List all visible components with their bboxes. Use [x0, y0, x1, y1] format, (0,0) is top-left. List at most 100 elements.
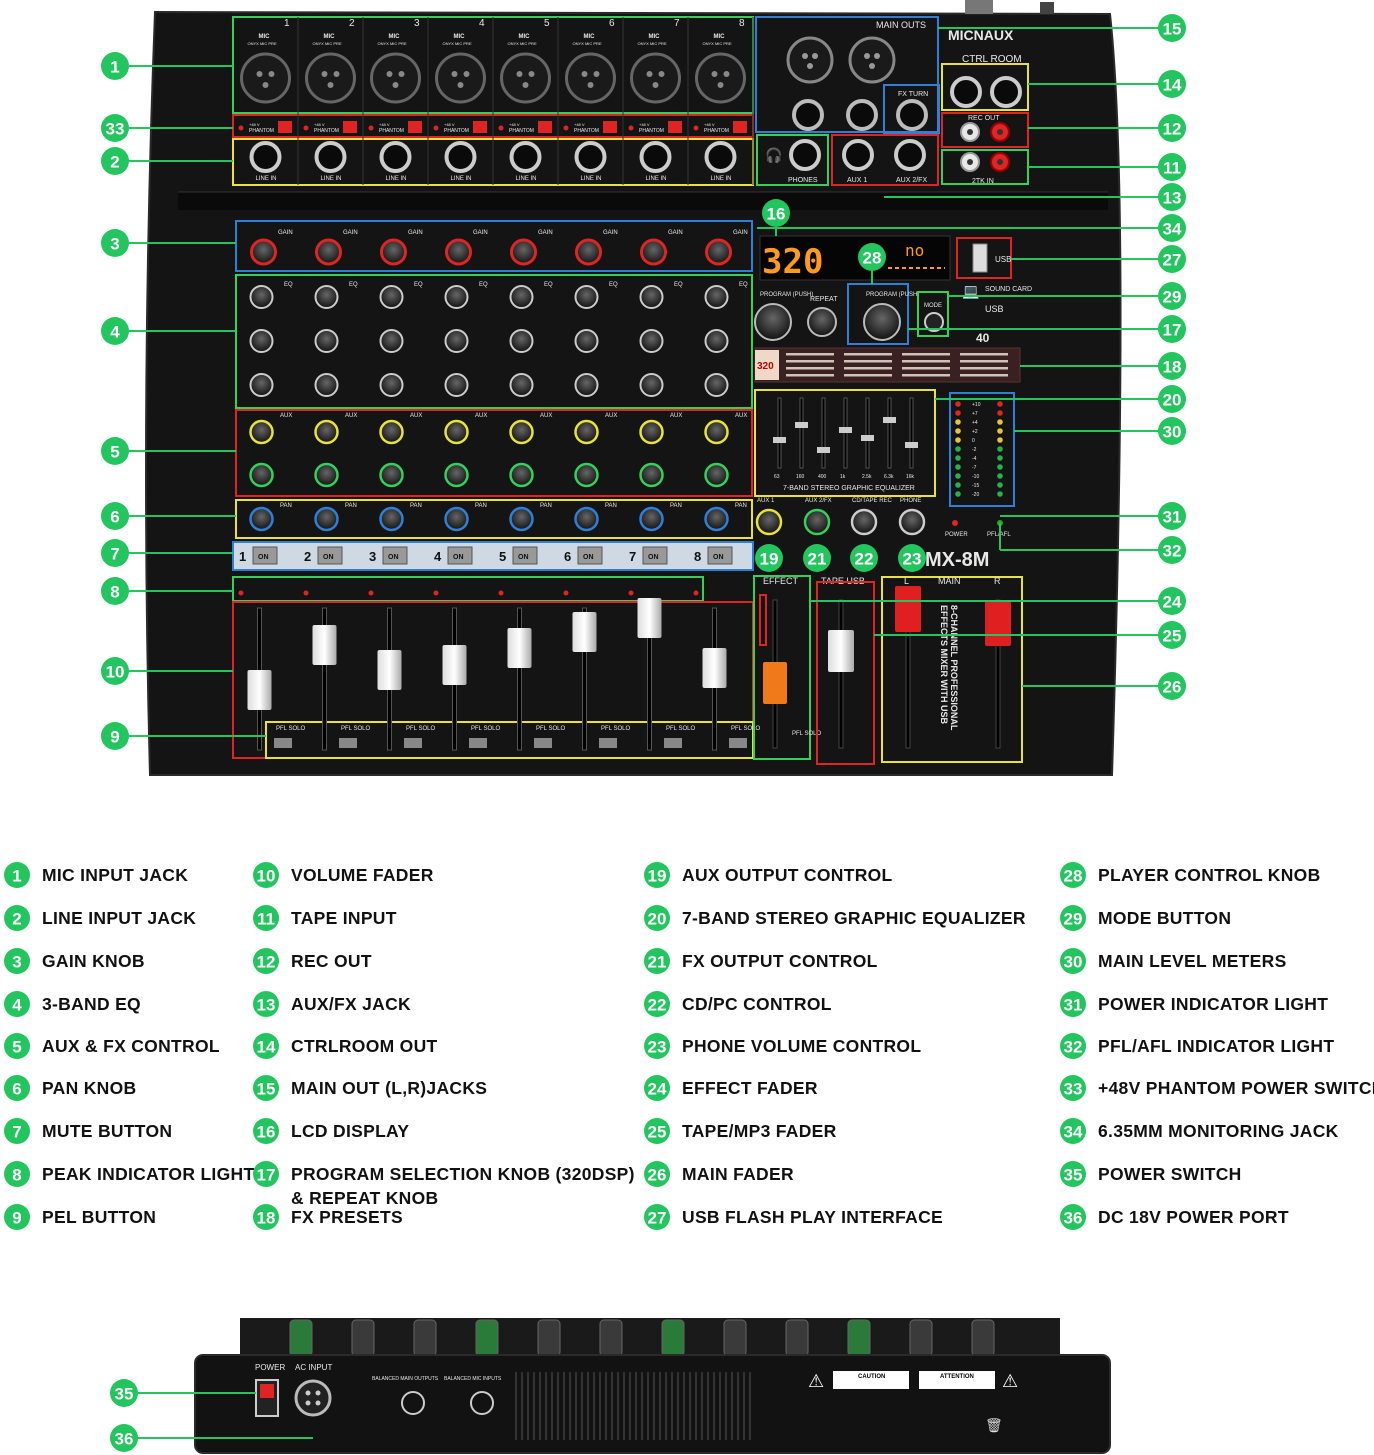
volume-fader-cap[interactable]: [377, 650, 402, 690]
eq-low-knob[interactable]: [509, 373, 534, 397]
volume-fader-cap[interactable]: [702, 648, 727, 688]
pan-knob[interactable]: [379, 506, 404, 532]
fx-turn-jack[interactable]: [896, 99, 928, 131]
pan-knob[interactable]: [704, 506, 729, 532]
ctrl-room-jack-r[interactable]: [990, 76, 1022, 108]
phantom-switch[interactable]: [668, 121, 682, 133]
volume-fader-cap[interactable]: [312, 625, 337, 665]
eq-high-knob[interactable]: [704, 285, 729, 309]
aux1-knob[interactable]: [314, 419, 339, 445]
pfl-button[interactable]: [404, 738, 422, 748]
phantom-switch[interactable]: [278, 121, 292, 133]
eq-low-knob[interactable]: [314, 373, 339, 397]
eq-high-knob[interactable]: [639, 285, 664, 309]
main-fader-r-cap[interactable]: [985, 600, 1011, 646]
eq-low-knob[interactable]: [249, 373, 274, 397]
mic-input-jack[interactable]: [630, 52, 681, 104]
mute-button[interactable]: [382, 546, 408, 565]
aux1-knob[interactable]: [509, 419, 534, 445]
geq-slider-cap[interactable]: [817, 447, 830, 453]
mic-input-jack[interactable]: [370, 52, 421, 104]
eq-mid-knob[interactable]: [444, 329, 469, 353]
pfl-button[interactable]: [469, 738, 487, 748]
geq-slider-cap[interactable]: [883, 417, 896, 423]
line-input-jack[interactable]: [704, 141, 737, 173]
main-out-xlr-l[interactable]: [786, 36, 834, 84]
aux1-knob[interactable]: [249, 419, 274, 445]
phantom-switch[interactable]: [733, 121, 747, 133]
pfl-button[interactable]: [534, 738, 552, 748]
line-input-jack[interactable]: [574, 141, 607, 173]
phantom-switch[interactable]: [473, 121, 487, 133]
volume-fader-cap[interactable]: [572, 612, 597, 652]
pfl-button[interactable]: [274, 738, 292, 748]
eq-mid-knob[interactable]: [249, 329, 274, 353]
pfl-button[interactable]: [664, 738, 682, 748]
geq-slider-cap[interactable]: [861, 435, 874, 441]
aux2-fx-knob[interactable]: [314, 462, 339, 488]
gain-knob[interactable]: [705, 238, 732, 266]
eq-high-knob[interactable]: [574, 285, 599, 309]
eq-low-knob[interactable]: [639, 373, 664, 397]
phantom-switch[interactable]: [408, 121, 422, 133]
gain-knob[interactable]: [380, 238, 407, 266]
dc-power-port[interactable]: [294, 1379, 332, 1417]
volume-fader-cap[interactable]: [442, 645, 467, 685]
pfl-button[interactable]: [599, 738, 617, 748]
eq-mid-knob[interactable]: [639, 329, 664, 353]
gain-knob[interactable]: [640, 238, 667, 266]
eq-high-knob[interactable]: [509, 285, 534, 309]
aux1-knob[interactable]: [444, 419, 469, 445]
ctrl-room-jack-l[interactable]: [950, 76, 982, 108]
phantom-switch[interactable]: [538, 121, 552, 133]
master-knob[interactable]: [850, 508, 878, 536]
eq-low-knob[interactable]: [704, 373, 729, 397]
mute-button[interactable]: [317, 546, 343, 565]
gain-knob[interactable]: [510, 238, 537, 266]
aux2-fx-knob[interactable]: [509, 462, 534, 488]
mute-button[interactable]: [512, 546, 538, 565]
aux2-fx-knob[interactable]: [574, 462, 599, 488]
usb-port[interactable]: [972, 243, 988, 273]
mic-input-jack[interactable]: [305, 52, 356, 104]
geq-slider-cap[interactable]: [839, 427, 852, 433]
repeat-knob[interactable]: [807, 307, 837, 337]
mute-button[interactable]: [707, 546, 733, 565]
phantom-switch[interactable]: [603, 121, 617, 133]
eq-low-knob[interactable]: [444, 373, 469, 397]
master-knob[interactable]: [755, 508, 783, 536]
eq-low-knob[interactable]: [574, 373, 599, 397]
line-input-jack[interactable]: [444, 141, 477, 173]
eq-high-knob[interactable]: [249, 285, 274, 309]
mic-input-jack[interactable]: [695, 52, 746, 104]
aux1-knob[interactable]: [639, 419, 664, 445]
mute-button[interactable]: [447, 546, 473, 565]
gain-knob[interactable]: [250, 238, 277, 266]
mic-input-jack[interactable]: [565, 52, 616, 104]
balanced-mic-input[interactable]: [470, 1391, 494, 1415]
pan-knob[interactable]: [639, 506, 664, 532]
aux1-knob[interactable]: [379, 419, 404, 445]
pfl-button[interactable]: [729, 738, 747, 748]
line-input-jack[interactable]: [379, 141, 412, 173]
aux1-knob[interactable]: [574, 419, 599, 445]
eq-mid-knob[interactable]: [574, 329, 599, 353]
aux2-fx-knob[interactable]: [444, 462, 469, 488]
aux2-fx-knob[interactable]: [639, 462, 664, 488]
line-input-jack[interactable]: [509, 141, 542, 173]
mute-button[interactable]: [577, 546, 603, 565]
aux2-fx-knob[interactable]: [379, 462, 404, 488]
line-input-jack[interactable]: [639, 141, 672, 173]
eq-high-knob[interactable]: [444, 285, 469, 309]
eq-low-knob[interactable]: [379, 373, 404, 397]
pan-knob[interactable]: [509, 506, 534, 532]
balanced-main-output[interactable]: [401, 1391, 425, 1415]
geq-slider-cap[interactable]: [773, 437, 786, 443]
main-fader-l-cap[interactable]: [895, 586, 921, 632]
volume-fader-cap[interactable]: [247, 670, 272, 710]
pan-knob[interactable]: [249, 506, 274, 532]
aux2-jack[interactable]: [894, 139, 926, 171]
mute-button[interactable]: [252, 546, 278, 565]
phones-jack[interactable]: [789, 139, 821, 171]
mic-input-jack[interactable]: [435, 52, 486, 104]
